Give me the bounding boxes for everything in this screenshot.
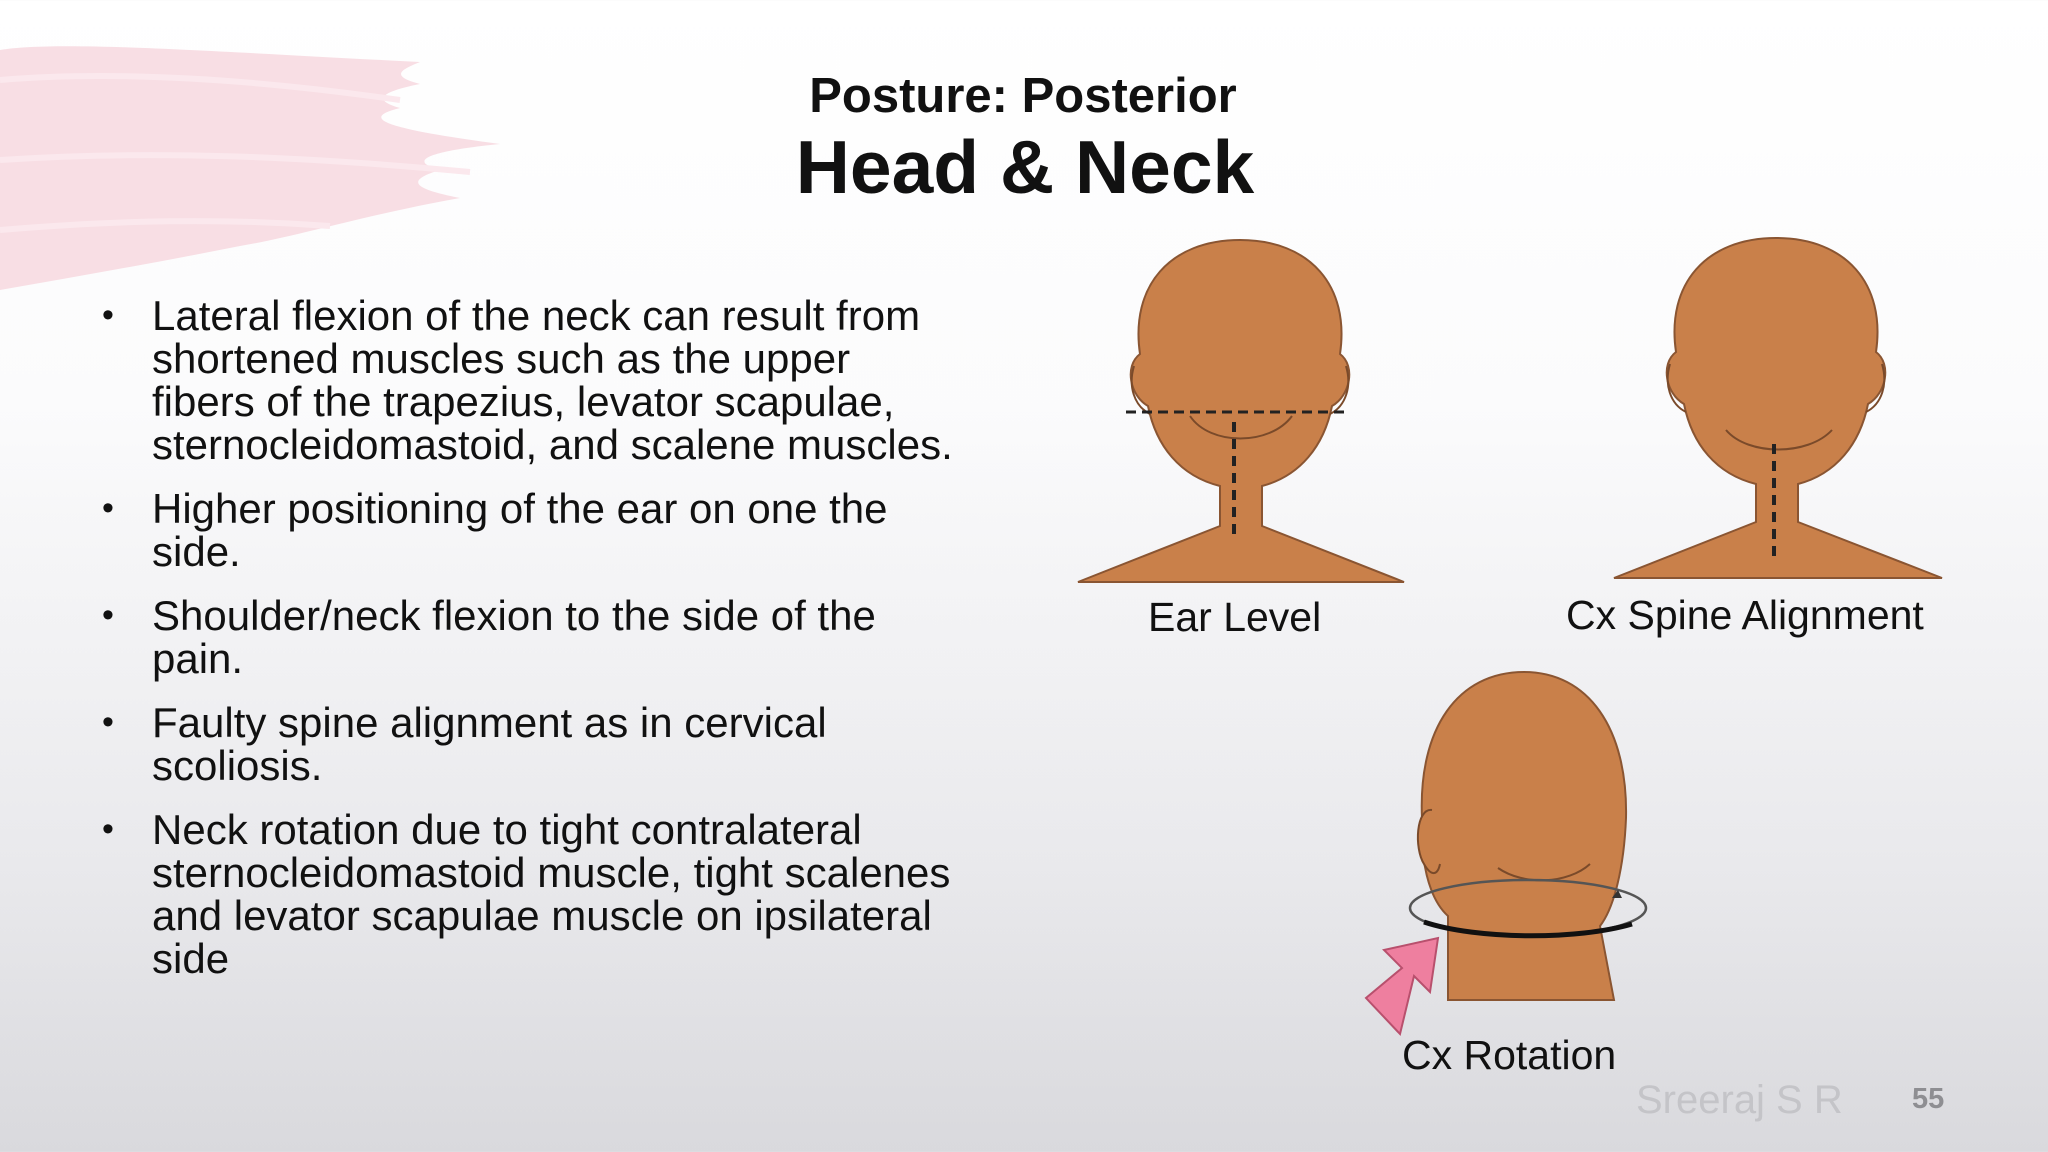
bullet-marker: • [102, 703, 114, 741]
bullet-text: Higher positioning of the ear on one the… [152, 485, 888, 575]
bullet-text: Shoulder/neck flexion to the side of the… [152, 592, 876, 682]
bullet-marker: • [102, 596, 114, 634]
bullet-item: • Higher positioning of the ear on one th… [100, 487, 960, 573]
spine-alignment-illustration [1613, 236, 1943, 579]
spine-alignment-label: Cx Spine Alignment [1566, 592, 1924, 638]
bullet-marker: • [102, 810, 114, 848]
bullet-text: Faulty spine alignment as in cervical sc… [152, 699, 827, 789]
bullet-marker: • [102, 489, 114, 527]
page-number: 55 [1912, 1083, 1945, 1115]
author-footer: Sreeraj S R [1636, 1078, 1843, 1122]
bullet-text: Neck rotation due to tight contralateral… [152, 806, 951, 982]
ear-level-illustration [1077, 238, 1405, 583]
bullet-item: • Neck rotation due to tight contralatera… [100, 808, 960, 980]
ear-level-label: Ear Level [1148, 594, 1322, 640]
bullet-item: • Lateral flexion of the neck can result … [100, 294, 960, 466]
bullet-text: Lateral flexion of the neck can result f… [152, 292, 953, 468]
pink-brush-stroke-decoration [0, 46, 500, 290]
bullet-item: • Faulty spine alignment as in cervical s… [100, 701, 960, 787]
slide-title: Head & Neck [795, 125, 1255, 209]
bullet-marker: • [102, 296, 114, 334]
rotation-label: Cx Rotation [1402, 1032, 1617, 1078]
bullet-list: • Lateral flexion of the neck can result … [100, 294, 960, 1001]
rotation-illustration [1364, 670, 1648, 1037]
bullet-item: • Shoulder/neck flexion to the side of th… [100, 594, 960, 680]
slide-subtitle: Posture: Posterior [809, 69, 1237, 123]
